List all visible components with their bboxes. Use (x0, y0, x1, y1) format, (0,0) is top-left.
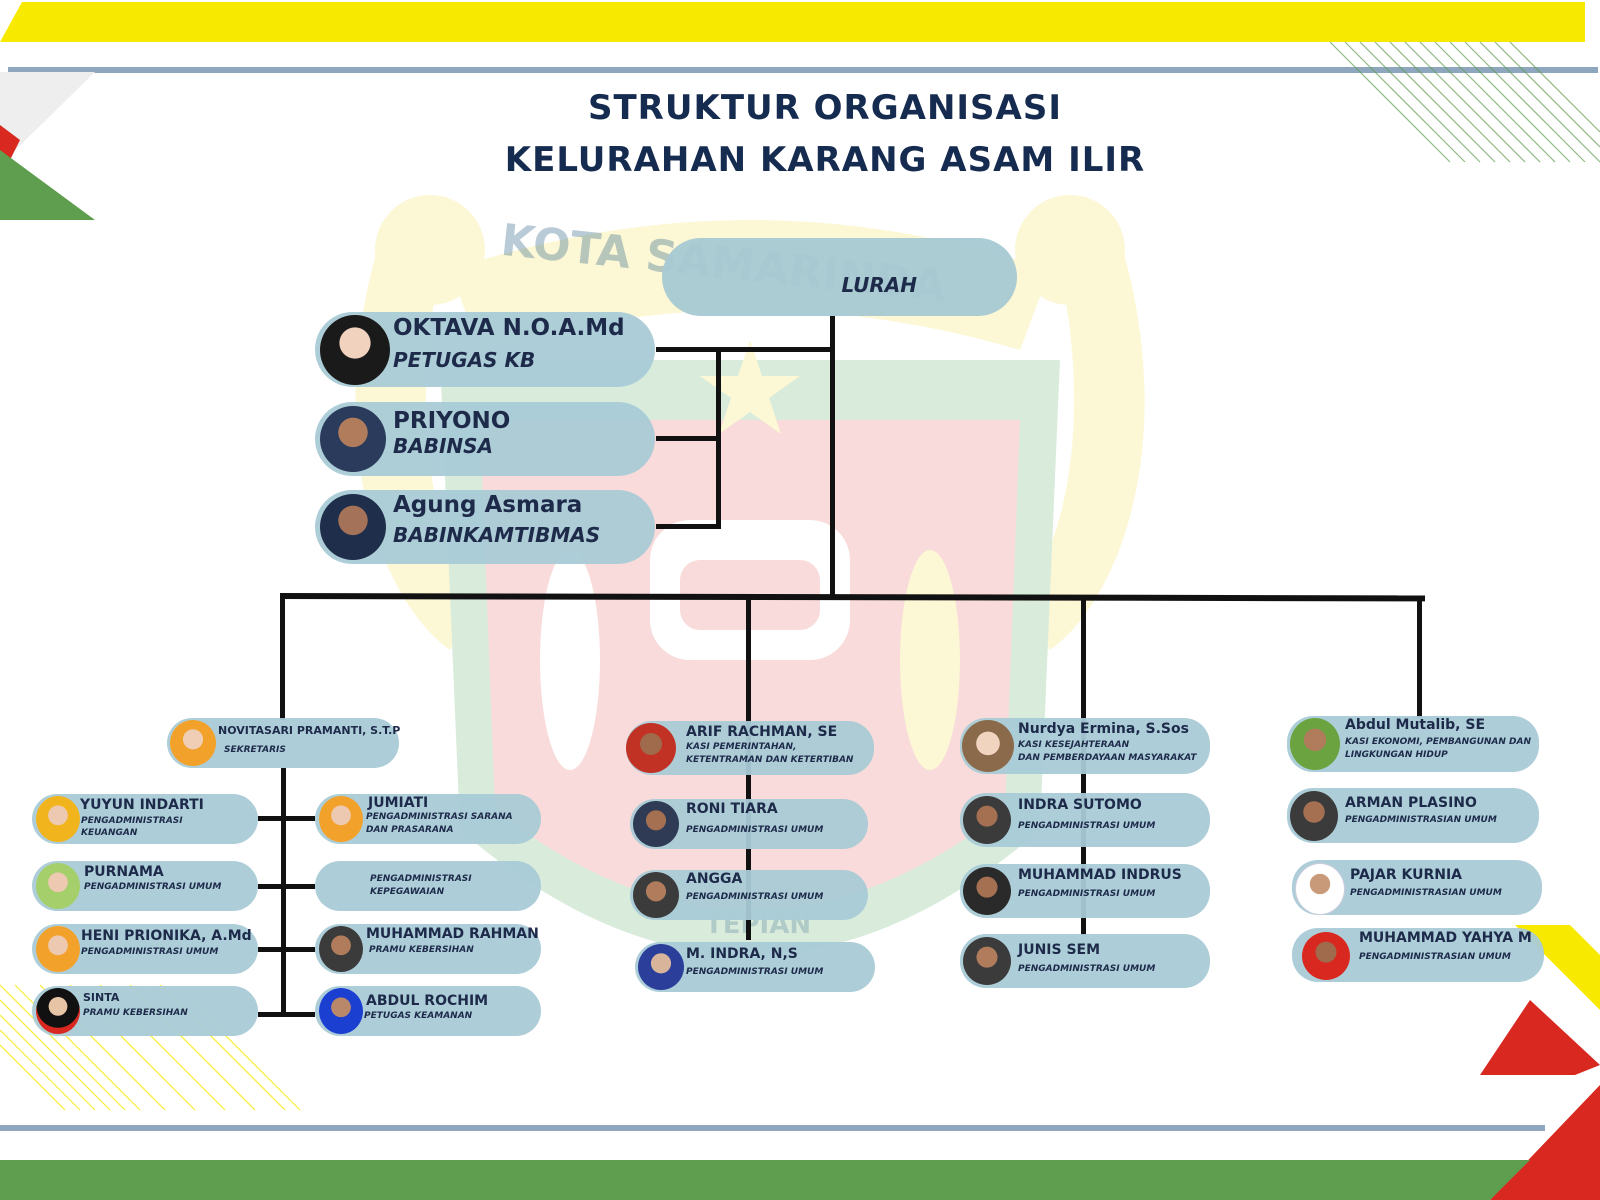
person-photo (626, 723, 676, 773)
person-name: M. INDRA, N,S (686, 946, 798, 962)
person-role: PETUGAS KEAMANAN (364, 1011, 473, 1021)
page-title: STRUKTUR ORGANISASI (588, 88, 1062, 128)
person-photo (963, 867, 1011, 915)
person-name: NOVITASARI PRAMANTI, S.T.P (218, 724, 401, 737)
person-role: PENGADMINISTRASI KEPEGAWAIAN (370, 874, 472, 897)
person-role: KASI PEMERINTAHAN, KETENTRAMAN DAN KETER… (686, 742, 854, 765)
person-role: PENGADMINISTRASIAN UMUM (1350, 888, 1502, 898)
person-name: Agung Asmara (393, 492, 583, 518)
person-role: PENGADMINISTRASIAN UMUM (1359, 952, 1511, 962)
person-photo (170, 720, 216, 766)
person-photo (1290, 718, 1340, 770)
page-subtitle: KELURAHAN KARANG ASAM ILIR (504, 140, 1146, 180)
person-role: SEKRETARIS (224, 745, 286, 755)
person-role: PRAMU KEBERSIHAN (369, 945, 474, 955)
person-name: ARIF RACHMAN, SE (686, 724, 838, 740)
person-name: ABDUL ROCHIM (366, 993, 489, 1009)
person-photo (638, 944, 684, 990)
person-role: KASI KESEJAHTERAAN DAN PEMBERDAYAAN MASY… (1018, 740, 1197, 763)
person-card[interactable] (315, 861, 541, 911)
person-name: ANGGA (686, 871, 743, 887)
person-photo (36, 926, 80, 972)
person-name: PURNAMA (84, 864, 164, 880)
person-role: PENGADMINISTRASI UMUM (686, 892, 824, 902)
person-photo (1295, 863, 1345, 915)
person-name: PRIYONO (393, 408, 511, 434)
person-name: Abdul Mutalib, SE (1345, 717, 1486, 733)
person-name: ARMAN PLASINO (1345, 795, 1477, 811)
person-photo (36, 796, 80, 842)
person-photo (36, 863, 80, 909)
person-role: BABINSA (393, 434, 494, 458)
person-name: JUNIS SEM (1018, 942, 1101, 958)
person-photo (319, 988, 363, 1034)
person-role: PENGADMINISTRASI UMUM (1018, 964, 1156, 974)
person-photo (319, 926, 363, 972)
person-name: OKTAVA N.O.A.Md (393, 315, 625, 341)
person-role: PETUGAS KB (393, 348, 536, 372)
person-role: PENGADMINISTRASIAN UMUM (1345, 815, 1497, 825)
person-photo (1290, 791, 1338, 841)
person-photo (633, 872, 679, 918)
person-name: MUHAMMAD YAHYA M (1359, 930, 1532, 946)
person-name: SINTA (83, 991, 120, 1004)
person-name: RONI TIARA (686, 801, 778, 817)
person-role: PENGADMINISTRASI SARANA DAN PRASARANA (366, 812, 513, 835)
person-name: JUMIATI (368, 795, 429, 811)
person-role: PENGADMINISTRASI UMUM (686, 967, 824, 977)
person-name: PAJAR KURNIA (1350, 867, 1463, 883)
person-name: Nurdya Ermina, S.Sos (1018, 721, 1189, 737)
person-role: PRAMU KEBERSIHAN (83, 1008, 188, 1018)
person-photo (1302, 932, 1350, 980)
person-photo (320, 406, 386, 472)
person-photo (320, 494, 386, 560)
person-photo (963, 937, 1011, 985)
lurah-label: LURAH (841, 273, 917, 297)
person-role: BABINKAMTIBMAS (393, 523, 601, 547)
person-photo (36, 988, 80, 1034)
person-role: PENGADMINISTRASI UMUM (1018, 821, 1156, 831)
person-photo (320, 315, 390, 385)
person-name: YUYUN INDARTI (80, 797, 204, 813)
person-role: PENGADMINISTRASI UMUM (686, 825, 824, 835)
person-role: PENGADMINISTRASI UMUM (81, 947, 219, 957)
person-role: PENGADMINISTRASI UMUM (84, 882, 222, 892)
person-photo (633, 801, 679, 847)
person-name: MUHAMMAD RAHMAN (366, 926, 539, 942)
person-photo (962, 720, 1014, 772)
person-name: MUHAMMAD INDRUS (1018, 867, 1182, 883)
person-name: HENI PRIONIKA, A.Md (81, 928, 252, 944)
person-role: PENGADMINISTRASI KEUANGAN (81, 816, 183, 838)
person-photo (963, 796, 1011, 844)
person-name: INDRA SUTOMO (1018, 797, 1142, 813)
person-photo (319, 796, 363, 842)
person-role: KASI EKONOMI, PEMBANGUNAN DAN LINGKUNGAN… (1345, 737, 1532, 760)
person-role: PENGADMINISTRASI UMUM (1018, 889, 1156, 899)
lurah-box[interactable] (662, 238, 1017, 316)
